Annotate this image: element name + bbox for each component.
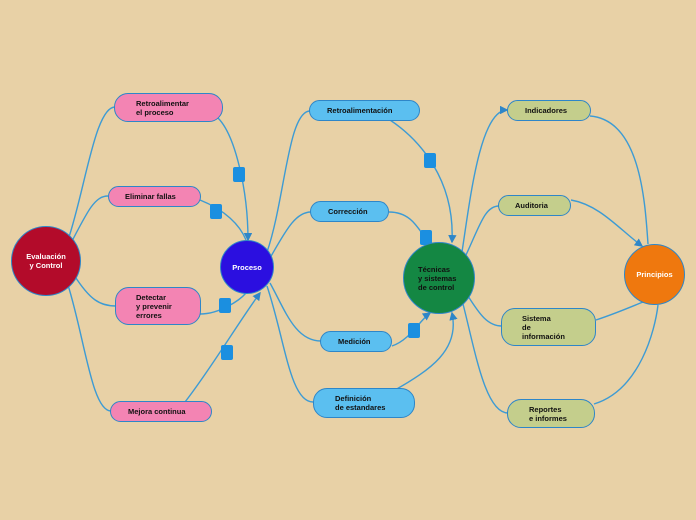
link-retroalimentacion-tecnicas [389, 119, 457, 244]
node-correccion[interactable]: Corrección [310, 201, 389, 222]
node-label: Mejora continua [128, 407, 186, 416]
node-retroalimentacion[interactable]: Retroalimentación [309, 100, 420, 121]
node-label: Evaluación y Control [26, 252, 66, 270]
link-indicadores-principios [589, 115, 649, 245]
node-label: Retroalimentación [327, 106, 393, 115]
note-icon[interactable] [210, 204, 222, 219]
link-eliminar-proceso [199, 199, 247, 241]
node-auditoria[interactable]: Auditoria [498, 195, 571, 216]
link-retroalimentar-proceso [217, 117, 253, 242]
node-evaluacion-y-control[interactable]: Evaluación y Control [11, 226, 81, 296]
link-definicion-tecnicas [394, 311, 458, 391]
note-icon[interactable] [233, 167, 245, 182]
node-indicadores[interactable]: Indicadores [507, 100, 591, 121]
link-evaluacion-eliminar [69, 195, 109, 246]
node-label: Retroalimentar el proceso [136, 98, 189, 117]
link-tecnicas-sistema [467, 295, 503, 327]
node-label: Sistema de información [522, 313, 565, 341]
link-evaluacion-mejora [67, 284, 112, 412]
link-evaluacion-detectar [73, 274, 117, 307]
link-evaluacion-retroalimentar [67, 106, 116, 241]
node-label: Proceso [232, 262, 262, 272]
link-auditoria-principios [570, 199, 644, 247]
node-label: Indicadores [525, 106, 568, 115]
link-proceso-definicion [266, 285, 314, 403]
note-icon[interactable] [420, 230, 432, 245]
link-proceso-correccion [269, 211, 312, 259]
note-icon[interactable] [221, 345, 233, 360]
link-proceso-retroalimentacion [266, 110, 311, 253]
node-reportes-e-informes[interactable]: Reportes e informes [507, 399, 595, 428]
node-label: Auditoria [515, 201, 548, 210]
node-detectar-errores[interactable]: Detectar y prevenir errores [115, 287, 201, 325]
node-eliminar-fallas[interactable]: Eliminar fallas [108, 186, 201, 207]
node-definicion-de-estandares[interactable]: Definición de estandares [313, 388, 415, 418]
node-retroalimentar-el-proceso[interactable]: Retroalimentar el proceso [114, 93, 223, 122]
node-label: Medición [338, 337, 371, 346]
node-label: Eliminar fallas [125, 192, 176, 201]
node-label: Técnicas y sistemas de control [418, 264, 457, 292]
link-tecnicas-indicadores [461, 105, 509, 253]
link-tecnicas-reportes [461, 299, 509, 414]
note-icon[interactable] [424, 153, 436, 168]
node-proceso[interactable]: Proceso [220, 240, 274, 294]
node-label: Definición de estandares [335, 394, 386, 412]
note-icon[interactable] [408, 323, 420, 338]
node-principios[interactable]: Principios [624, 244, 685, 305]
node-medicion[interactable]: Medición [320, 331, 392, 352]
node-mejora-continua[interactable]: Mejora continua [110, 401, 212, 422]
node-label: Reportes e informes [529, 404, 567, 423]
note-icon[interactable] [219, 298, 231, 313]
node-sistema-de-informacion[interactable]: Sistema de información [501, 308, 596, 346]
node-label: Principios [636, 270, 673, 279]
link-proceso-medicion [269, 282, 322, 342]
node-tecnicas-y-sistemas[interactable]: Técnicas y sistemas de control [403, 242, 475, 314]
link-tecnicas-auditoria [465, 205, 500, 256]
link-reportes-principios [593, 304, 659, 405]
node-label: Detectar y prevenir errores [136, 292, 172, 320]
node-label: Corrección [328, 207, 368, 216]
link-sistema-principios [595, 299, 649, 321]
